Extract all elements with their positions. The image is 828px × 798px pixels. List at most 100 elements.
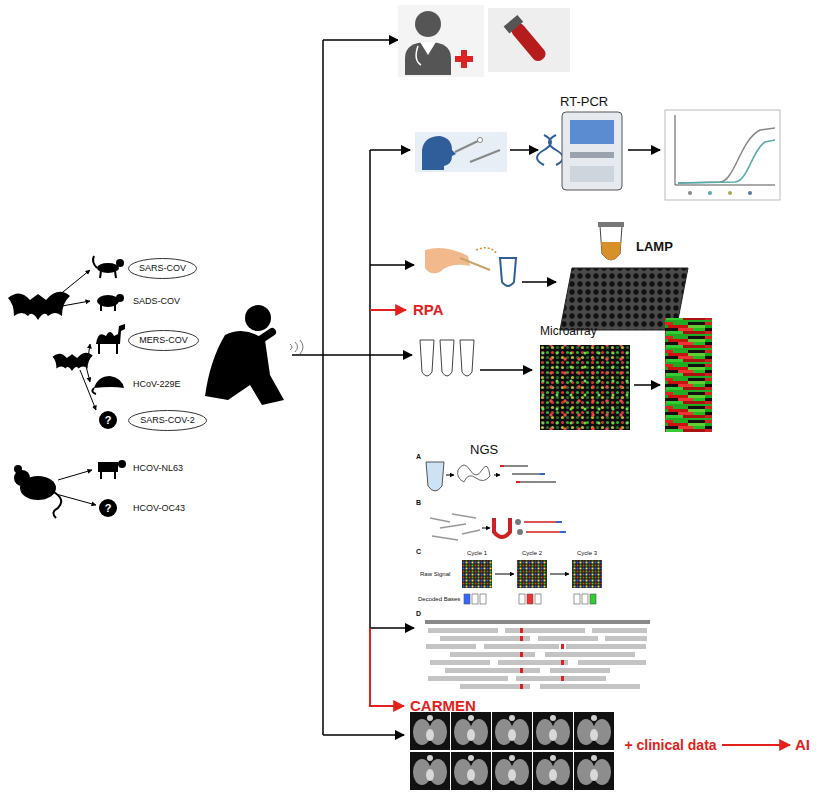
lamp-tube-icon — [598, 222, 624, 260]
animal-icon — [92, 256, 126, 517]
dna-icon — [537, 135, 563, 165]
ngs-figure — [592, 628, 647, 633]
panel-letter: C — [416, 548, 421, 556]
ngs-figure — [519, 594, 525, 604]
ngs-figure — [440, 636, 530, 641]
swab-icon — [455, 140, 480, 152]
ngs-figure — [430, 660, 490, 665]
row-label: Raw Signal — [420, 571, 450, 578]
ngs-figure — [426, 462, 444, 491]
animal-icon — [100, 471, 102, 479]
animal-icon — [98, 462, 118, 472]
ngs-figure — [498, 660, 568, 665]
tubes-icon — [440, 340, 454, 376]
animal-icon — [116, 259, 124, 267]
doctor-icon — [415, 11, 441, 37]
flow-arrow — [480, 369, 532, 371]
red-branches — [370, 310, 406, 706]
animal-icon — [94, 376, 124, 388]
question-mark: ? — [105, 414, 112, 427]
ngs-figure — [428, 628, 498, 633]
amplification-plot — [728, 191, 732, 195]
ct-scan-images — [492, 712, 532, 750]
host-arrows — [58, 270, 90, 296]
ngs-figure — [520, 628, 564, 689]
flow-lines — [292, 40, 414, 735]
ct-scan-images — [574, 752, 614, 790]
sample-hand-icon — [460, 258, 490, 270]
method-title: RT-PCR — [560, 95, 608, 110]
swab-icon — [415, 132, 507, 172]
amplification-plot — [688, 191, 692, 195]
node-text: SARS-COV — [139, 263, 186, 273]
animal-icon — [99, 411, 117, 429]
ngs-figure — [520, 684, 523, 689]
cycle-label: Cycle 2 — [522, 550, 542, 557]
ngs-figure — [425, 620, 650, 624]
blood-tube-icon — [488, 8, 570, 72]
ngs-figure — [452, 514, 476, 518]
ngs-figure — [526, 531, 560, 533]
ngs-figure — [500, 465, 504, 467]
ngs-figure — [430, 514, 480, 540]
lamp-tube-icon — [601, 242, 621, 260]
ngs-figure — [430, 518, 450, 522]
ngs-figure — [446, 475, 454, 476]
sample-hand-icon — [500, 258, 516, 286]
node-text: AI — [795, 736, 810, 753]
ngs-figure — [538, 636, 598, 641]
ngs-figure — [535, 594, 541, 604]
ngs-figure — [572, 560, 602, 588]
ngs-figure — [462, 530, 480, 534]
animal-icon — [116, 294, 124, 302]
panel-letter: D — [416, 610, 421, 618]
host-arrows — [56, 270, 96, 505]
microarray-chip — [540, 345, 630, 430]
panel-letter: A — [416, 453, 421, 461]
amplification-plot — [665, 110, 780, 200]
pcr-machine-icon — [570, 152, 614, 158]
amplification-plot — [675, 115, 775, 185]
ngs-figure — [517, 560, 547, 588]
ngs-figure — [464, 594, 596, 604]
ngs-figure — [550, 574, 569, 575]
cycle-label: Cycle 1 — [467, 550, 487, 557]
patient-icon — [245, 305, 271, 331]
animal-icon — [99, 499, 117, 517]
host-arrows — [86, 366, 90, 382]
ngs-figure — [560, 531, 566, 533]
ngs-figure — [561, 644, 564, 649]
pcr-machine-icon — [570, 120, 614, 144]
doctor-icon — [405, 42, 451, 75]
ellipse-outline — [129, 330, 199, 350]
virus-name: HCOV-NL63 — [133, 463, 183, 473]
swab-icon — [415, 132, 507, 172]
flow-lines — [370, 149, 410, 151]
patient-icon — [248, 332, 272, 348]
microarray-chip — [540, 345, 630, 430]
ngs-figure — [517, 529, 523, 535]
mouse-icon — [14, 465, 22, 473]
flow-lines — [292, 354, 370, 356]
ngs-figure — [425, 462, 650, 689]
method-title: RPA — [413, 301, 444, 318]
flow-arrow — [522, 281, 556, 283]
tubes-icon — [420, 340, 434, 376]
animal-icon — [115, 271, 116, 278]
ngs-figure — [512, 473, 540, 475]
ngs-figure — [605, 636, 647, 641]
ngs-figure — [432, 536, 458, 540]
sample-hand-icon — [425, 248, 470, 273]
ngs-figure — [494, 475, 500, 476]
virus-ellipse: SARS-COV — [128, 258, 197, 279]
node-text: SARS-COV-2 — [140, 415, 195, 425]
flow-lines — [370, 627, 414, 629]
ct-scan-images — [410, 712, 614, 790]
doctor-icon — [455, 56, 473, 62]
ngs-figure — [426, 644, 476, 649]
ngs-figure — [450, 652, 535, 657]
host-arrows — [80, 370, 96, 410]
ngs-figure — [545, 652, 635, 657]
